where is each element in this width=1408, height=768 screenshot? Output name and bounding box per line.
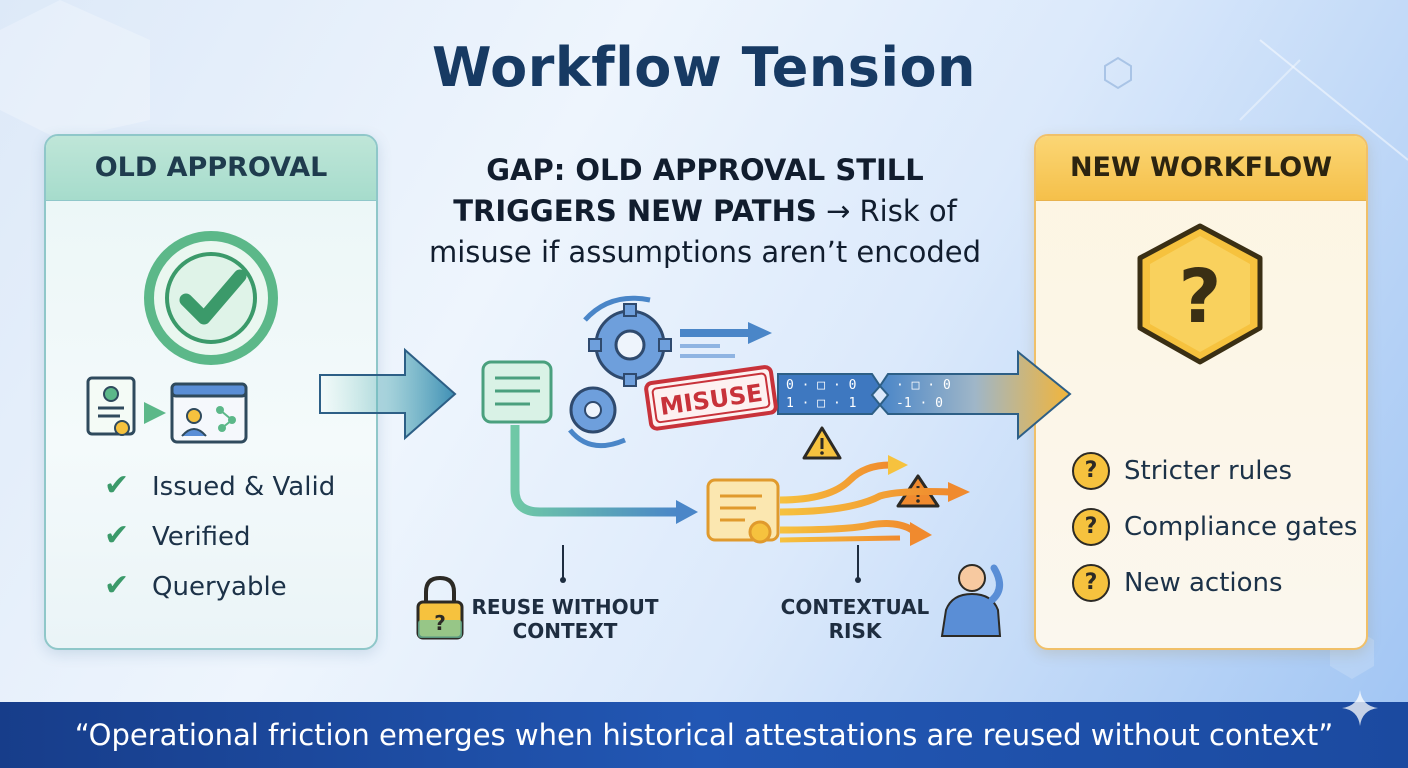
binary-stream-text: -1 · 0	[896, 396, 943, 411]
svg-text:?: ?	[434, 611, 446, 635]
label-line: REUSE WITHOUT	[470, 595, 660, 619]
small-gear-icon	[571, 388, 615, 432]
reuse-without-context-label: REUSE WITHOUT CONTEXT	[470, 595, 660, 643]
gear-icon	[589, 304, 671, 386]
sparkle-icon	[1340, 688, 1380, 728]
transition-arrow-left	[320, 350, 455, 438]
contextual-risk-label: CONTEXTUAL RISK	[780, 595, 930, 643]
label-line: CONTEXTUAL	[780, 595, 930, 619]
branch-arrow	[780, 538, 900, 540]
branch-arrow	[780, 524, 915, 532]
binary-stream-text: 0 · □ · 0	[786, 378, 856, 393]
branch-arrow	[780, 465, 890, 500]
label-line: RISK	[780, 619, 930, 643]
reuse-path-arrow	[515, 425, 678, 512]
footer-quote: “Operational friction emerges when histo…	[0, 702, 1408, 768]
padlock-question-icon: ?	[418, 578, 462, 638]
binary-stream-text: 1 · □ · 1	[786, 396, 856, 411]
warning-icon	[804, 428, 840, 458]
binary-stream-text: · □ · 0	[896, 378, 951, 393]
confused-person-icon	[942, 565, 1000, 636]
label-line: CONTEXT	[470, 619, 660, 643]
flow-diagram: 0 · □ · 0 1 · □ · 1 · □ · 0 -1 · 0 MISUS…	[0, 0, 1408, 702]
misuse-stamp: MISUSE	[645, 366, 776, 429]
